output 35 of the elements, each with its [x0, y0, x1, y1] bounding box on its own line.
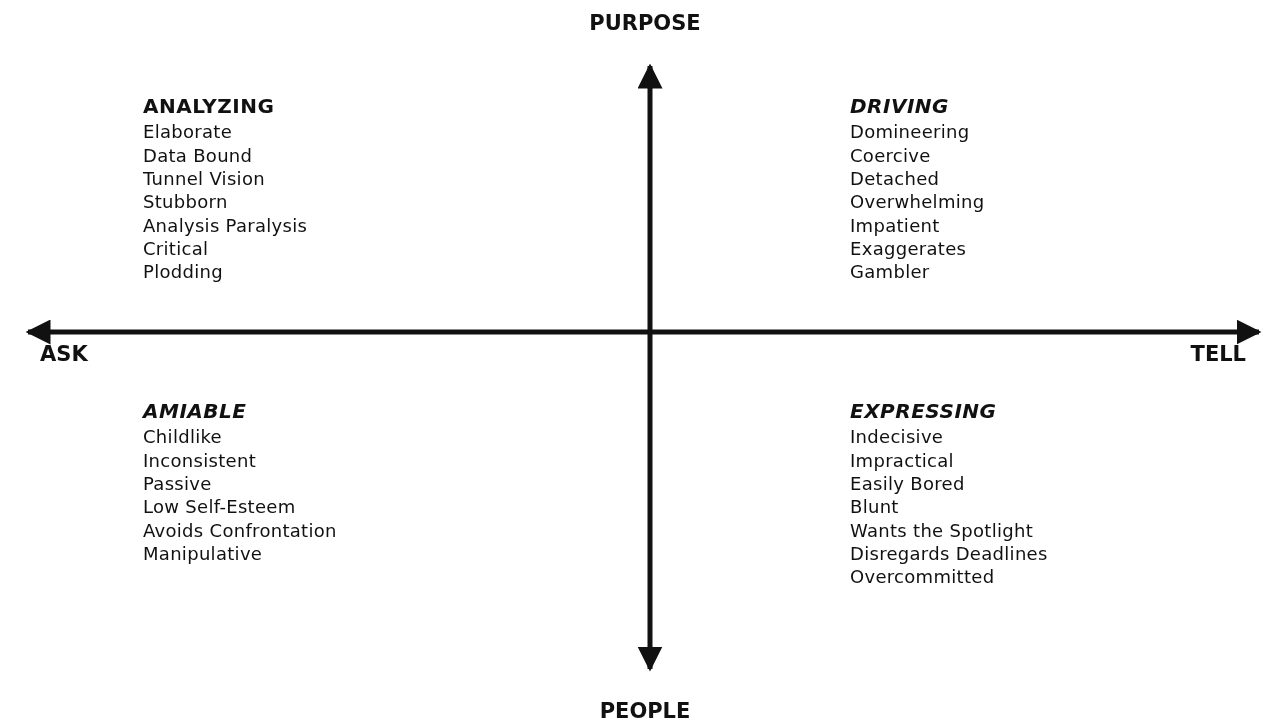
trait-label: Wants the Spotlight [850, 518, 1034, 542]
trait-label: Manipulative [143, 541, 263, 565]
quadrant-heading: ANALYZING [143, 95, 275, 118]
quadrant-heading: AMIABLE [143, 400, 247, 423]
trait-label: Passive [143, 471, 212, 495]
axis-label: PURPOSE [589, 12, 701, 35]
axis-label: ASK [40, 343, 88, 366]
quadrant-heading: DRIVING [850, 95, 950, 118]
trait-label: Coercive [850, 143, 931, 167]
trait-label: Domineering [850, 120, 970, 144]
trait-label: Tunnel Vision [143, 166, 265, 190]
trait-label: Analysis Paralysis [143, 213, 308, 237]
trait-label: Disregards Deadlines [850, 541, 1048, 565]
trait-label: Stubborn [143, 190, 228, 214]
trait-label: Indecisive [850, 425, 944, 449]
trait-label: Critical [143, 236, 209, 260]
trait-label: Easily Bored [850, 471, 965, 495]
trait-label: Blunt [850, 495, 899, 519]
quadrant-heading: EXPRESSING [850, 400, 997, 423]
axis-label: PEOPLE [599, 700, 691, 722]
trait-label: Overcommitted [850, 565, 995, 589]
trait-label: Detached [850, 166, 940, 190]
trait-label: Plodding [143, 260, 223, 284]
trait-label: Childlike [143, 425, 222, 449]
trait-label: Overwhelming [850, 190, 985, 214]
trait-label: Impatient [850, 213, 940, 237]
trait-label: Avoids Confrontation [143, 518, 337, 542]
axis-label: TELL [1190, 343, 1246, 366]
trait-label: Gambler [850, 260, 930, 284]
trait-label: Elaborate [143, 120, 233, 144]
trait-label: Impractical [850, 448, 954, 472]
trait-label: Exaggerates [850, 236, 967, 260]
trait-label: Inconsistent [143, 448, 256, 472]
trait-label: Data Bound [143, 143, 253, 167]
trait-label: Low Self-Esteem [143, 495, 296, 519]
